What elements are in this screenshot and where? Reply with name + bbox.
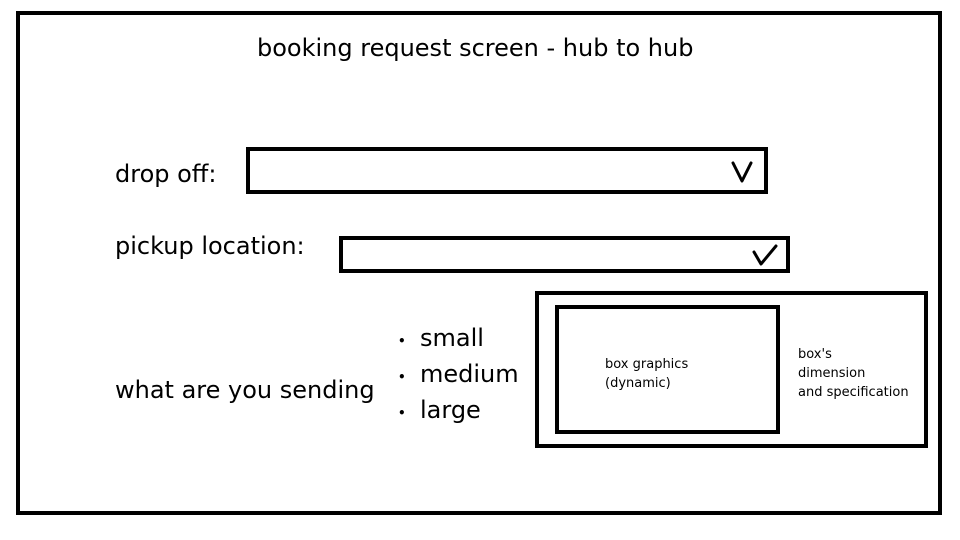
screen-frame — [16, 11, 942, 515]
radio-bullet: • — [398, 370, 406, 384]
size-option-small[interactable]: • small — [398, 323, 528, 355]
pickup-label: pickup location: — [115, 232, 305, 260]
size-option-medium[interactable]: • medium — [398, 359, 528, 391]
box-graphic-area — [555, 305, 780, 434]
size-option-label: small — [420, 324, 484, 352]
chevron-down-icon — [731, 161, 753, 183]
box-preview-panel — [535, 291, 928, 448]
radio-bullet: • — [398, 406, 406, 420]
size-option-label: large — [420, 396, 481, 424]
radio-bullet: • — [398, 334, 406, 348]
package-label: what are you sending — [115, 376, 375, 404]
size-option-label: medium — [420, 360, 519, 388]
chevron-down-icon — [752, 244, 778, 266]
size-option-large[interactable]: • large — [398, 395, 528, 427]
box-spec-text: box's dimension and specification — [798, 347, 909, 400]
screen-title: booking request screen - hub to hub — [257, 34, 694, 62]
pickup-select[interactable] — [339, 236, 790, 273]
dropoff-label: drop off: — [115, 160, 217, 188]
box-graphic-placeholder: box graphics (dynamic) — [605, 357, 689, 391]
dropoff-select[interactable] — [246, 147, 768, 194]
